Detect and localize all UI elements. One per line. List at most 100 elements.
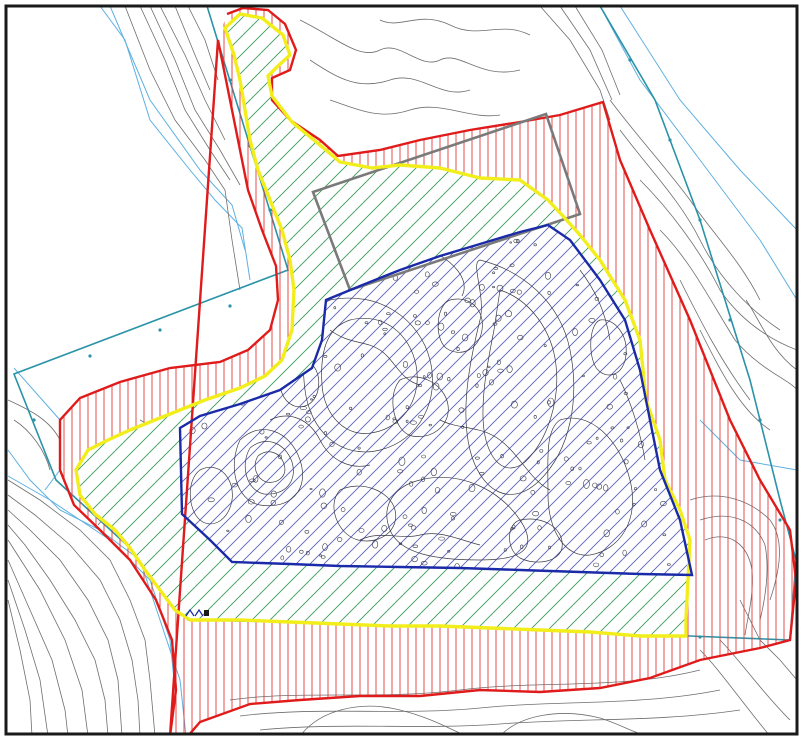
terrain-speck bbox=[487, 365, 491, 368]
hatch-line bbox=[180, 225, 692, 575]
terrain-speck bbox=[408, 523, 413, 527]
terrain-speck bbox=[622, 549, 627, 556]
terrain-speck bbox=[588, 317, 596, 323]
terrain-speck bbox=[309, 488, 313, 490]
terrain-speck bbox=[432, 382, 440, 391]
hatch-line bbox=[477, 14, 690, 636]
terrain-speck bbox=[360, 353, 364, 358]
hatch-line bbox=[263, 225, 692, 575]
terrain-speck bbox=[434, 487, 441, 494]
terrain-speck bbox=[425, 320, 430, 325]
terrain-speck bbox=[323, 431, 328, 436]
terrain-speck bbox=[312, 394, 316, 398]
terrain-speck bbox=[398, 456, 406, 466]
terrain-speck bbox=[462, 333, 469, 342]
terrain-speck bbox=[299, 549, 304, 554]
terrain-speck bbox=[298, 424, 304, 429]
hatch-line bbox=[513, 14, 690, 636]
terrain-speck bbox=[319, 554, 323, 557]
terrain-speck bbox=[603, 484, 609, 492]
terrain-speck bbox=[626, 426, 630, 429]
terrain-speck bbox=[248, 499, 255, 505]
terrain-speck bbox=[259, 429, 265, 435]
terrain-speck bbox=[482, 369, 489, 376]
terrain-speck bbox=[513, 238, 519, 244]
terrain-speck bbox=[249, 478, 256, 483]
terrain-speck bbox=[422, 375, 426, 379]
terrain-speck bbox=[586, 441, 592, 445]
terrain-speck bbox=[424, 271, 430, 278]
hatch-line bbox=[180, 225, 692, 575]
hatch-line bbox=[180, 225, 692, 575]
terrain-speck bbox=[270, 499, 276, 506]
hatch-line bbox=[221, 225, 692, 575]
terrain-speck bbox=[575, 284, 580, 287]
terrain-speck bbox=[581, 374, 585, 378]
terrain-speck bbox=[572, 328, 578, 336]
terrain-speck bbox=[405, 419, 409, 423]
terrain-speck bbox=[503, 548, 507, 552]
terrain-speck bbox=[548, 545, 551, 550]
red-outer-boundary bbox=[58, 6, 797, 734]
terrain-speck bbox=[381, 525, 388, 532]
terrain-speck bbox=[337, 537, 343, 542]
terrain-speck bbox=[207, 497, 215, 503]
terrain-speck bbox=[659, 501, 667, 507]
terrain-speck bbox=[421, 506, 427, 514]
terrain-speck bbox=[594, 296, 599, 301]
terrain-speck bbox=[430, 467, 437, 477]
terrain-speck bbox=[489, 379, 494, 386]
terrain-speck bbox=[530, 489, 536, 495]
terrain-speck bbox=[519, 475, 527, 482]
terrain-speck bbox=[417, 383, 423, 387]
terrain-contours bbox=[7, 6, 797, 734]
terrain-speck bbox=[666, 563, 671, 566]
terrain-speck bbox=[516, 289, 522, 295]
hatch-line bbox=[76, 14, 387, 636]
terrain-speck bbox=[358, 528, 365, 533]
terrain-speck bbox=[595, 436, 599, 440]
terrain-speck bbox=[610, 426, 615, 430]
terrain-speck bbox=[547, 400, 551, 405]
terrain-speck bbox=[536, 460, 540, 465]
terrain-speck bbox=[438, 536, 445, 541]
terrain-speck bbox=[320, 555, 326, 559]
terrain-speck bbox=[421, 476, 426, 482]
cyan-site-boundary bbox=[12, 6, 797, 641]
hatch-line bbox=[351, 14, 690, 636]
terrain-speck bbox=[349, 406, 353, 411]
terrain-speck bbox=[500, 454, 504, 459]
terrain-speck bbox=[411, 556, 418, 563]
terrain-speck bbox=[421, 454, 426, 459]
terrain-speck bbox=[509, 241, 513, 244]
terrain-speck bbox=[397, 469, 404, 474]
terrain-speck bbox=[519, 544, 524, 549]
hatch-line bbox=[180, 225, 692, 575]
terrain-speck bbox=[469, 299, 476, 308]
terrain-speck bbox=[305, 416, 311, 423]
terrain-speck bbox=[570, 466, 574, 471]
terrain-speck bbox=[496, 284, 504, 292]
terrain-speck bbox=[578, 466, 582, 471]
terrain-speck bbox=[340, 507, 346, 512]
terrain-speck bbox=[278, 454, 282, 460]
terrain-speck bbox=[411, 525, 417, 531]
terrain-speck bbox=[492, 271, 496, 275]
terrain-speck bbox=[253, 475, 259, 483]
hatch-line bbox=[180, 225, 692, 575]
hatch-line bbox=[180, 225, 692, 575]
terrain-speck bbox=[450, 330, 456, 334]
terrain-speck bbox=[493, 267, 498, 270]
terrain-speck bbox=[533, 414, 537, 419]
terrain-speck bbox=[492, 285, 496, 289]
terrain-speck bbox=[306, 410, 312, 415]
terrain-speck bbox=[378, 319, 383, 326]
terrain-speck bbox=[510, 527, 515, 530]
terrain-speck bbox=[278, 519, 284, 525]
terrain-speck bbox=[414, 289, 420, 294]
terrain-speck bbox=[402, 361, 408, 368]
terrain-speck bbox=[476, 373, 481, 378]
terrain-speck bbox=[405, 405, 409, 410]
hatch-line bbox=[193, 225, 692, 575]
